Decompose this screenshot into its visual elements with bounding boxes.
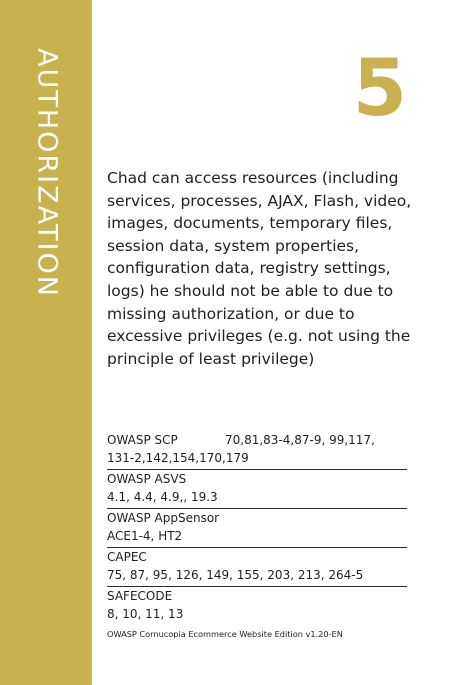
reference-title: OWASP ASVS [107,472,187,486]
reference-owasp-asvs: OWASP ASVS 4.1, 4.4, 4.9,, 19.3 [107,471,407,509]
card-number: 5 [352,44,407,134]
reference-owasp-appsensor: OWASP AppSensor ACE1-4, HT2 [107,510,407,548]
references-section: OWASP SCP 70,81,83-4,87-9, 99,117, 131-2,… [107,432,407,626]
reference-title: OWASP AppSensor [107,511,220,525]
suit-label: AUTHORIZATION [31,48,63,298]
reference-values: 75, 87, 95, 126, 149, 155, 203, 213, 264… [107,567,364,582]
reference-values: 4.1, 4.4, 4.9,, 19.3 [107,489,218,504]
reference-values: ACE1-4, HT2 [107,528,183,543]
suit-sidebar: AUTHORIZATION [0,0,92,685]
reference-title: SAFECODE [107,589,173,603]
reference-values: 70,81,83-4,87-9, 99,117, [225,433,375,447]
reference-capec: CAPEC 75, 87, 95, 126, 149, 155, 203, 21… [107,549,407,587]
reference-owasp-scp: OWASP SCP 70,81,83-4,87-9, 99,117, 131-2,… [107,432,407,470]
reference-title: OWASP SCP [107,433,178,447]
edition-footer: OWASP Cornucopia Ecommerce Website Editi… [107,629,343,639]
card-description: Chad can access resources (including ser… [107,169,412,368]
reference-values: 8, 10, 11, 13 [107,606,184,621]
reference-safecode: SAFECODE 8, 10, 11, 13 [107,588,407,625]
reference-title: CAPEC [107,550,147,564]
reference-values: 131-2,142,154,170,179 [107,450,249,465]
